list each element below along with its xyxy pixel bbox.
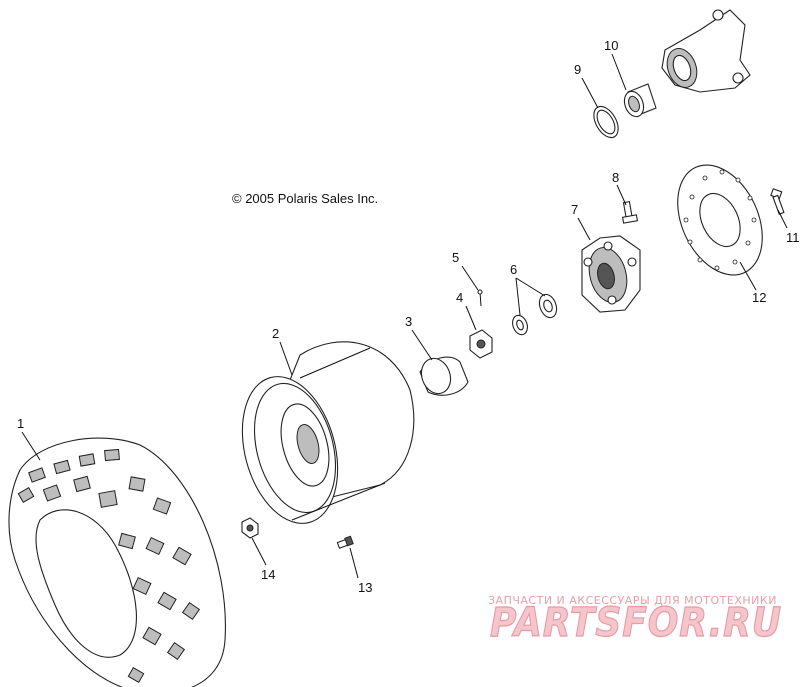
snap-ring-drawing [593,105,619,139]
callout-6: 6 [510,262,517,277]
tire-drawing [8,437,226,687]
wheel-rim-drawing [241,341,415,524]
callout-8: 8 [612,170,619,185]
leader-lines [21,53,788,579]
lug-nut-drawing [241,517,259,539]
callout-7: 7 [571,202,578,217]
callout-5: 5 [452,250,459,265]
center-cap-drawing [419,356,469,396]
callout-4: 4 [456,290,463,305]
callout-14: 14 [261,567,275,582]
watermark: ЗАПЧАСТИ И АКСЕССУАРЫ ДЛЯ МОТОТЕХНИКИ PA… [488,594,782,647]
cotter-pin-drawing [477,289,483,307]
brake-disc-drawing [677,164,763,276]
callout-9: 9 [574,62,581,77]
callout-labels: 1 2 3 4 5 6 7 8 9 10 11 12 13 14 [17,38,800,595]
callout-10: 10 [604,38,618,53]
watermark-tagline: ЗАПЧАСТИ И АКСЕССУАРЫ ДЛЯ МОТОТЕХНИКИ [488,594,777,607]
bearing-drawing [623,83,657,118]
steering-knuckle-drawing [661,9,751,93]
callout-11: 11 [786,230,800,245]
valve-stem-drawing [336,535,354,549]
washers-drawing [512,293,558,336]
disc-bolt-drawing [770,188,785,215]
copyright-text: © 2005 Polaris Sales Inc. [232,191,378,206]
callout-13: 13 [358,580,372,595]
callout-1: 1 [17,416,24,431]
callout-3: 3 [405,314,412,329]
callout-12: 12 [752,290,766,305]
callout-2: 2 [272,326,279,341]
hub-drawing [581,235,641,313]
castle-nut-drawing [469,329,493,359]
watermark-brand: PARTSFOR.RU [490,600,782,646]
hub-bolt-drawing [621,200,639,224]
